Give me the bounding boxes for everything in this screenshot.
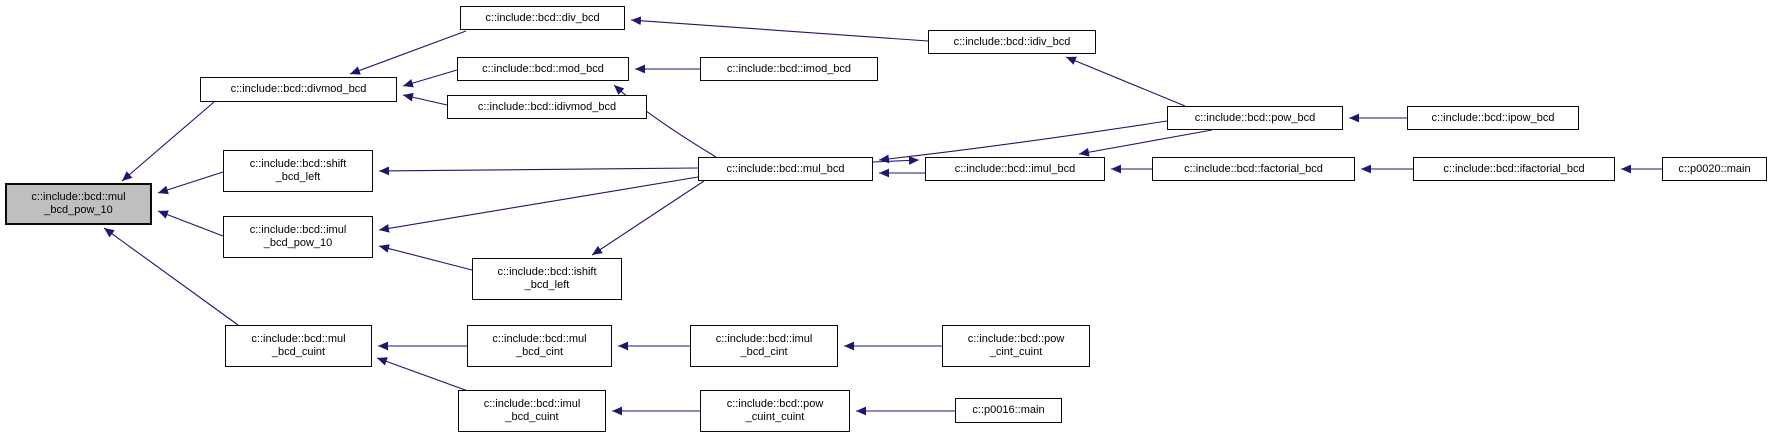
node-label: _bcd_pow_10: [263, 237, 333, 249]
node-label: c::include::bcd::imul_bcd: [954, 162, 1076, 175]
node-idivmod_bcd[interactable]: c::include::bcd::idivmod_bcd: [447, 95, 647, 119]
node-label: c::include::bcd::idivmod_bcd: [477, 100, 617, 113]
node-label: c::include::bcd::div_bcd: [485, 11, 600, 24]
node-shift_bcd_left[interactable]: c::include::bcd::shift_bcd_left: [223, 150, 373, 192]
node-label: _bcd_left: [275, 171, 321, 183]
edge-mul_bcd_cuint-to-mul_bcd_pow_10: [103, 227, 239, 326]
edge-divmod_bcd-to-mul_bcd_pow_10: [121, 101, 215, 182]
node-label: _bcd_cint: [740, 346, 788, 358]
edge-shift_bcd_left-to-mul_bcd_pow_10: [157, 171, 224, 195]
node-label: c::include::bcd::ipow_bcd: [1431, 111, 1555, 124]
node-label: _cuint_cuint: [745, 411, 805, 423]
node-label: c::p0016::main: [972, 404, 1045, 416]
node-label: c::include::bcd::ifactorial_bcd: [1443, 162, 1585, 175]
edge-ishift_bcd_left-to-imul_bcd_pow_10: [378, 244, 473, 271]
node-label: c::include::bcd::mod_bcd: [482, 62, 604, 75]
node-label: c::include::bcd::factorial_bcd: [1184, 162, 1323, 175]
edge-mul_bcd-to-imul_bcd: [872, 156, 920, 165]
node-label: c::p0020::main: [1678, 162, 1751, 175]
node-label: c::include::bcd::pow_bcd: [1194, 111, 1316, 124]
edge-pow_bcd-to-mul_bcd: [878, 120, 1168, 164]
node-divmod_bcd[interactable]: c::include::bcd::divmod_bcd: [200, 77, 397, 102]
edge-mul_bcd-to-imul_bcd_pow_10: [378, 176, 699, 233]
node-label: c::include::bcd::divmod_bcd: [230, 83, 367, 95]
node-label: c::include::bcd::mul: [251, 333, 346, 345]
edge-idiv_bcd-to-div_bcd: [630, 16, 929, 42]
node-imul_bcd_pow_10[interactable]: c::include::bcd::imul_bcd_pow_10: [223, 216, 373, 258]
node-factorial_bcd[interactable]: c::include::bcd::factorial_bcd: [1152, 157, 1355, 181]
node-label: c::include::bcd::imul: [715, 333, 813, 345]
edge-div_bcd-to-divmod_bcd: [349, 30, 467, 75]
node-label: _bcd_cuint: [271, 346, 326, 358]
node-label: c::include::bcd::mul: [31, 191, 126, 203]
node-label: c::include::bcd::imul: [249, 224, 347, 236]
node-mul_bcd_pow_10-focus: c::include::bcd::mul_bcd_pow_10: [5, 183, 152, 225]
node-pow_cuint_cuint[interactable]: c::include::bcd::pow_cuint_cuint: [700, 390, 850, 432]
node-imod_bcd[interactable]: c::include::bcd::imod_bcd: [700, 57, 878, 81]
edge-mul_bcd-to-ishift_bcd_left: [591, 180, 705, 256]
node-imul_bcd_cuint[interactable]: c::include::bcd::imul_bcd_cuint: [458, 390, 606, 432]
node-div_bcd[interactable]: c::include::bcd::div_bcd: [460, 6, 625, 30]
edge-mod_bcd-to-divmod_bcd: [402, 69, 458, 88]
node-label: _bcd_cint: [515, 346, 564, 358]
node-label: c::include::bcd::imul: [483, 398, 581, 410]
node-label: c::include::bcd::imod_bcd: [726, 62, 852, 75]
node-idiv_bcd[interactable]: c::include::bcd::idiv_bcd: [928, 30, 1096, 54]
node-label: _bcd_cuint: [505, 411, 559, 423]
node-mul_bcd_cint[interactable]: c::include::bcd::mul_bcd_cint: [467, 325, 612, 367]
node-mul_bcd_cuint[interactable]: c::include::bcd::mul_bcd_cuint: [225, 325, 372, 367]
node-label: _bcd_left: [524, 279, 570, 291]
edge-mul_bcd-to-shift_bcd_left: [378, 166, 699, 176]
edge-mul_bcd-to-mod_bcd: [613, 84, 717, 158]
node-label: c::include::bcd::mul: [492, 333, 587, 345]
edge-pow_bcd-to-imul_bcd: [1078, 129, 1213, 157]
node-mul_bcd[interactable]: c::include::bcd::mul_bcd: [698, 157, 873, 181]
node-imul_bcd[interactable]: c::include::bcd::imul_bcd: [925, 157, 1105, 181]
edge-imul_bcd_cuint-to-mul_bcd_cuint: [376, 357, 469, 392]
node-label: c::include::bcd::ishift: [497, 266, 597, 278]
node-p0016-main[interactable]: c::p0016::main: [955, 398, 1062, 423]
edge-imul_bcd_pow_10-to-mul_bcd_pow_10: [157, 210, 224, 237]
node-label: c::include::bcd::pow: [967, 333, 1065, 345]
node-imul_bcd_cint[interactable]: c::include::bcd::imul_bcd_cint: [690, 325, 838, 367]
node-label: _bcd_pow_10: [44, 204, 113, 216]
node-ipow_bcd[interactable]: c::include::bcd::ipow_bcd: [1407, 106, 1579, 130]
edge-pow_bcd-to-idiv_bcd: [1065, 56, 1186, 107]
node-label: c::include::bcd::pow: [726, 398, 824, 410]
edge-idivmod_bcd-to-divmod_bcd: [402, 92, 448, 106]
node-label: _cint_cuint: [989, 346, 1043, 358]
node-label: c::include::bcd::shift: [249, 158, 347, 170]
node-label: c::include::bcd::idiv_bcd: [953, 35, 1071, 48]
node-p0020-main[interactable]: c::p0020::main: [1662, 157, 1767, 181]
node-pow_bcd[interactable]: c::include::bcd::pow_bcd: [1167, 106, 1343, 130]
node-mod_bcd[interactable]: c::include::bcd::mod_bcd: [457, 57, 629, 81]
node-label: c::include::bcd::mul_bcd: [726, 162, 845, 175]
node-pow_cint_cuint[interactable]: c::include::bcd::pow_cint_cuint: [942, 325, 1090, 367]
node-ishift_bcd_left[interactable]: c::include::bcd::ishift_bcd_left: [472, 258, 622, 300]
node-ifactorial_bcd[interactable]: c::include::bcd::ifactorial_bcd: [1413, 157, 1615, 181]
